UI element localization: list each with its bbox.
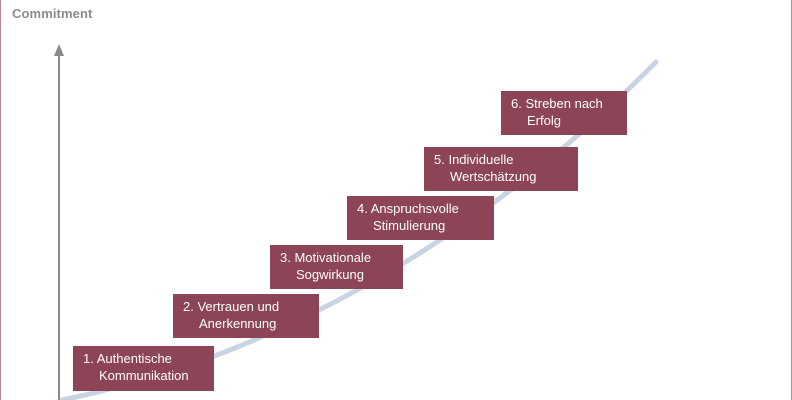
axis-title: Commitment [12, 6, 93, 21]
step-label-2-line2: Anerkennung [199, 316, 277, 331]
step-label-1-line2: Kommunikation [99, 368, 189, 383]
step-label-5-line2: Wertschätzung [450, 169, 537, 184]
step-label-6-line2: Erfolg [527, 113, 561, 128]
step-label-3-line1: 3. Motivationale [280, 250, 372, 265]
step-label-1-line1: 1. Authentische [83, 351, 172, 366]
step-box-1: 1. Authentische Kommunikation [73, 346, 214, 391]
step-label-6-line1: 6. Streben nach [511, 96, 603, 111]
step-box-5: 5. Individuelle Wertschätzung [424, 147, 578, 191]
frame-left-border [0, 0, 1, 400]
step-label-3-line2: Sogwirkung [296, 267, 364, 282]
step-box-6: 6. Streben nach Erfolg [501, 91, 627, 135]
y-axis-arrowhead [54, 44, 64, 56]
step-label-4-line1: 4. Anspruchsvolle [357, 201, 459, 216]
step-label-5-line1: 5. Individuelle [434, 152, 514, 167]
step-label-2-line1: 2. Vertrauen und [183, 299, 280, 314]
step-box-4: 4. Anspruchsvolle Stimulierung [347, 196, 494, 240]
step-label-4-line2: Stimulierung [373, 218, 446, 233]
step-box-2: 2. Vertrauen und Anerkennung [173, 294, 319, 338]
step-box-3: 3. Motivationale Sogwirkung [270, 245, 403, 289]
